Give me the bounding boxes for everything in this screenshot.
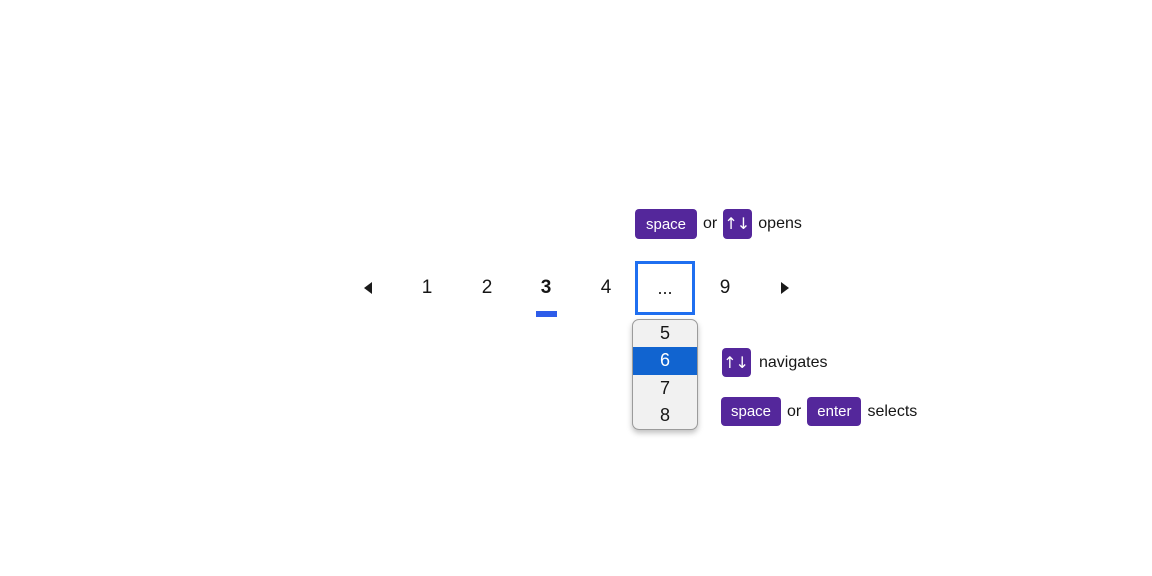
space-key-badge: space	[635, 209, 698, 239]
page-button-9[interactable]: 9	[695, 261, 755, 315]
up-down-arrows-icon: ↑↓	[724, 214, 750, 233]
up-down-arrows-icon: ↑↓	[723, 352, 749, 372]
page-button-2[interactable]: 2	[457, 261, 517, 315]
menu-item-5[interactable]: 5	[659, 323, 670, 344]
hint-opens-or-text: or	[703, 215, 718, 232]
page-button-4[interactable]: 4	[576, 261, 636, 315]
menu-item-8[interactable]: 8	[659, 404, 670, 425]
next-page-button[interactable]	[755, 261, 815, 315]
menu-item-7[interactable]: 7	[659, 377, 670, 398]
hint-selects: space or enter selects	[721, 397, 917, 426]
caret-right-icon	[781, 282, 789, 294]
current-page-indicator	[536, 311, 557, 317]
page-overflow-button[interactable]: ...	[635, 261, 695, 315]
up-down-arrows-key-badge: ↑↓	[723, 209, 753, 239]
previous-page-button[interactable]	[338, 261, 398, 315]
caret-left-icon	[364, 282, 372, 294]
hint-navigates-label: navigates	[759, 353, 828, 371]
menu-item-6-selected[interactable]: 6	[633, 347, 697, 375]
space-key-badge: space	[721, 397, 782, 426]
page-button-3-current[interactable]: 3	[516, 261, 576, 315]
page-overflow-menu: 5 6 7 8	[632, 319, 698, 430]
hint-navigates: ↑↓ navigates	[722, 348, 828, 377]
up-down-arrows-key-badge: ↑↓	[722, 348, 751, 377]
hint-opens-label: opens	[758, 215, 802, 232]
hint-selects-label: selects	[867, 402, 918, 420]
page-button-1[interactable]: 1	[397, 261, 457, 315]
hint-selects-or-text: or	[787, 402, 802, 420]
hint-opens: space or ↑↓ opens	[635, 209, 802, 239]
enter-key-badge: enter	[807, 397, 862, 426]
